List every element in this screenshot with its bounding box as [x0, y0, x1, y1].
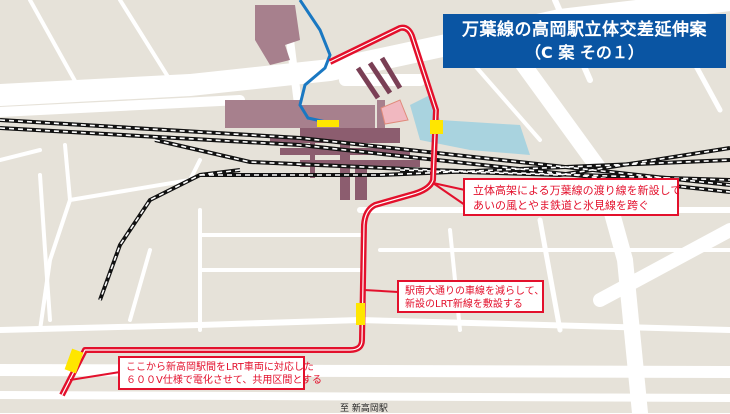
title-line-2: （C 案 その１） [525, 43, 644, 62]
existing-manyo-line [298, 0, 336, 126]
callout-pointers [69, 182, 466, 381]
title-line-1: 万葉線の高岡駅立体交差延伸案 [462, 20, 707, 40]
pink-building [380, 99, 409, 125]
proposed-route [59, 24, 439, 397]
railways [0, 118, 730, 301]
callout-text: あいの風とやま鉄道と氷見線を跨ぐ [473, 199, 649, 212]
callout-viaduct: 立体高架による万葉線の渡り線を新設して あいの風とやま鉄道と氷見線を跨ぐ [463, 178, 682, 216]
bus-bays [355, 56, 403, 100]
callout-text: 立体高架による万葉線の渡り線を新設して [473, 184, 682, 197]
callout-new-lrt-line: 駅南大通りの車線を減らして、 新設のLRT新線を敷設する [397, 280, 544, 313]
callout-text: 新設のLRT新線を敷設する [405, 299, 523, 310]
map-title: 万葉線の高岡駅立体交差延伸案 （C 案 その１） [443, 14, 726, 68]
direction-label: 至 新高岡駅 [340, 404, 388, 414]
callout-text: 駅南大通りの車線を減らして、 [405, 286, 545, 297]
water-area [410, 95, 530, 155]
callout-text: ここから新高岡駅間をLRT車両に対応した [126, 362, 314, 373]
stops [64, 120, 443, 374]
callout-text: ６００V仕様で電化させて、共用区間とする [126, 375, 323, 386]
callout-shared-section: ここから新高岡駅間をLRT車両に対応した ６００V仕様で電化させて、共用区間とす… [118, 356, 323, 390]
